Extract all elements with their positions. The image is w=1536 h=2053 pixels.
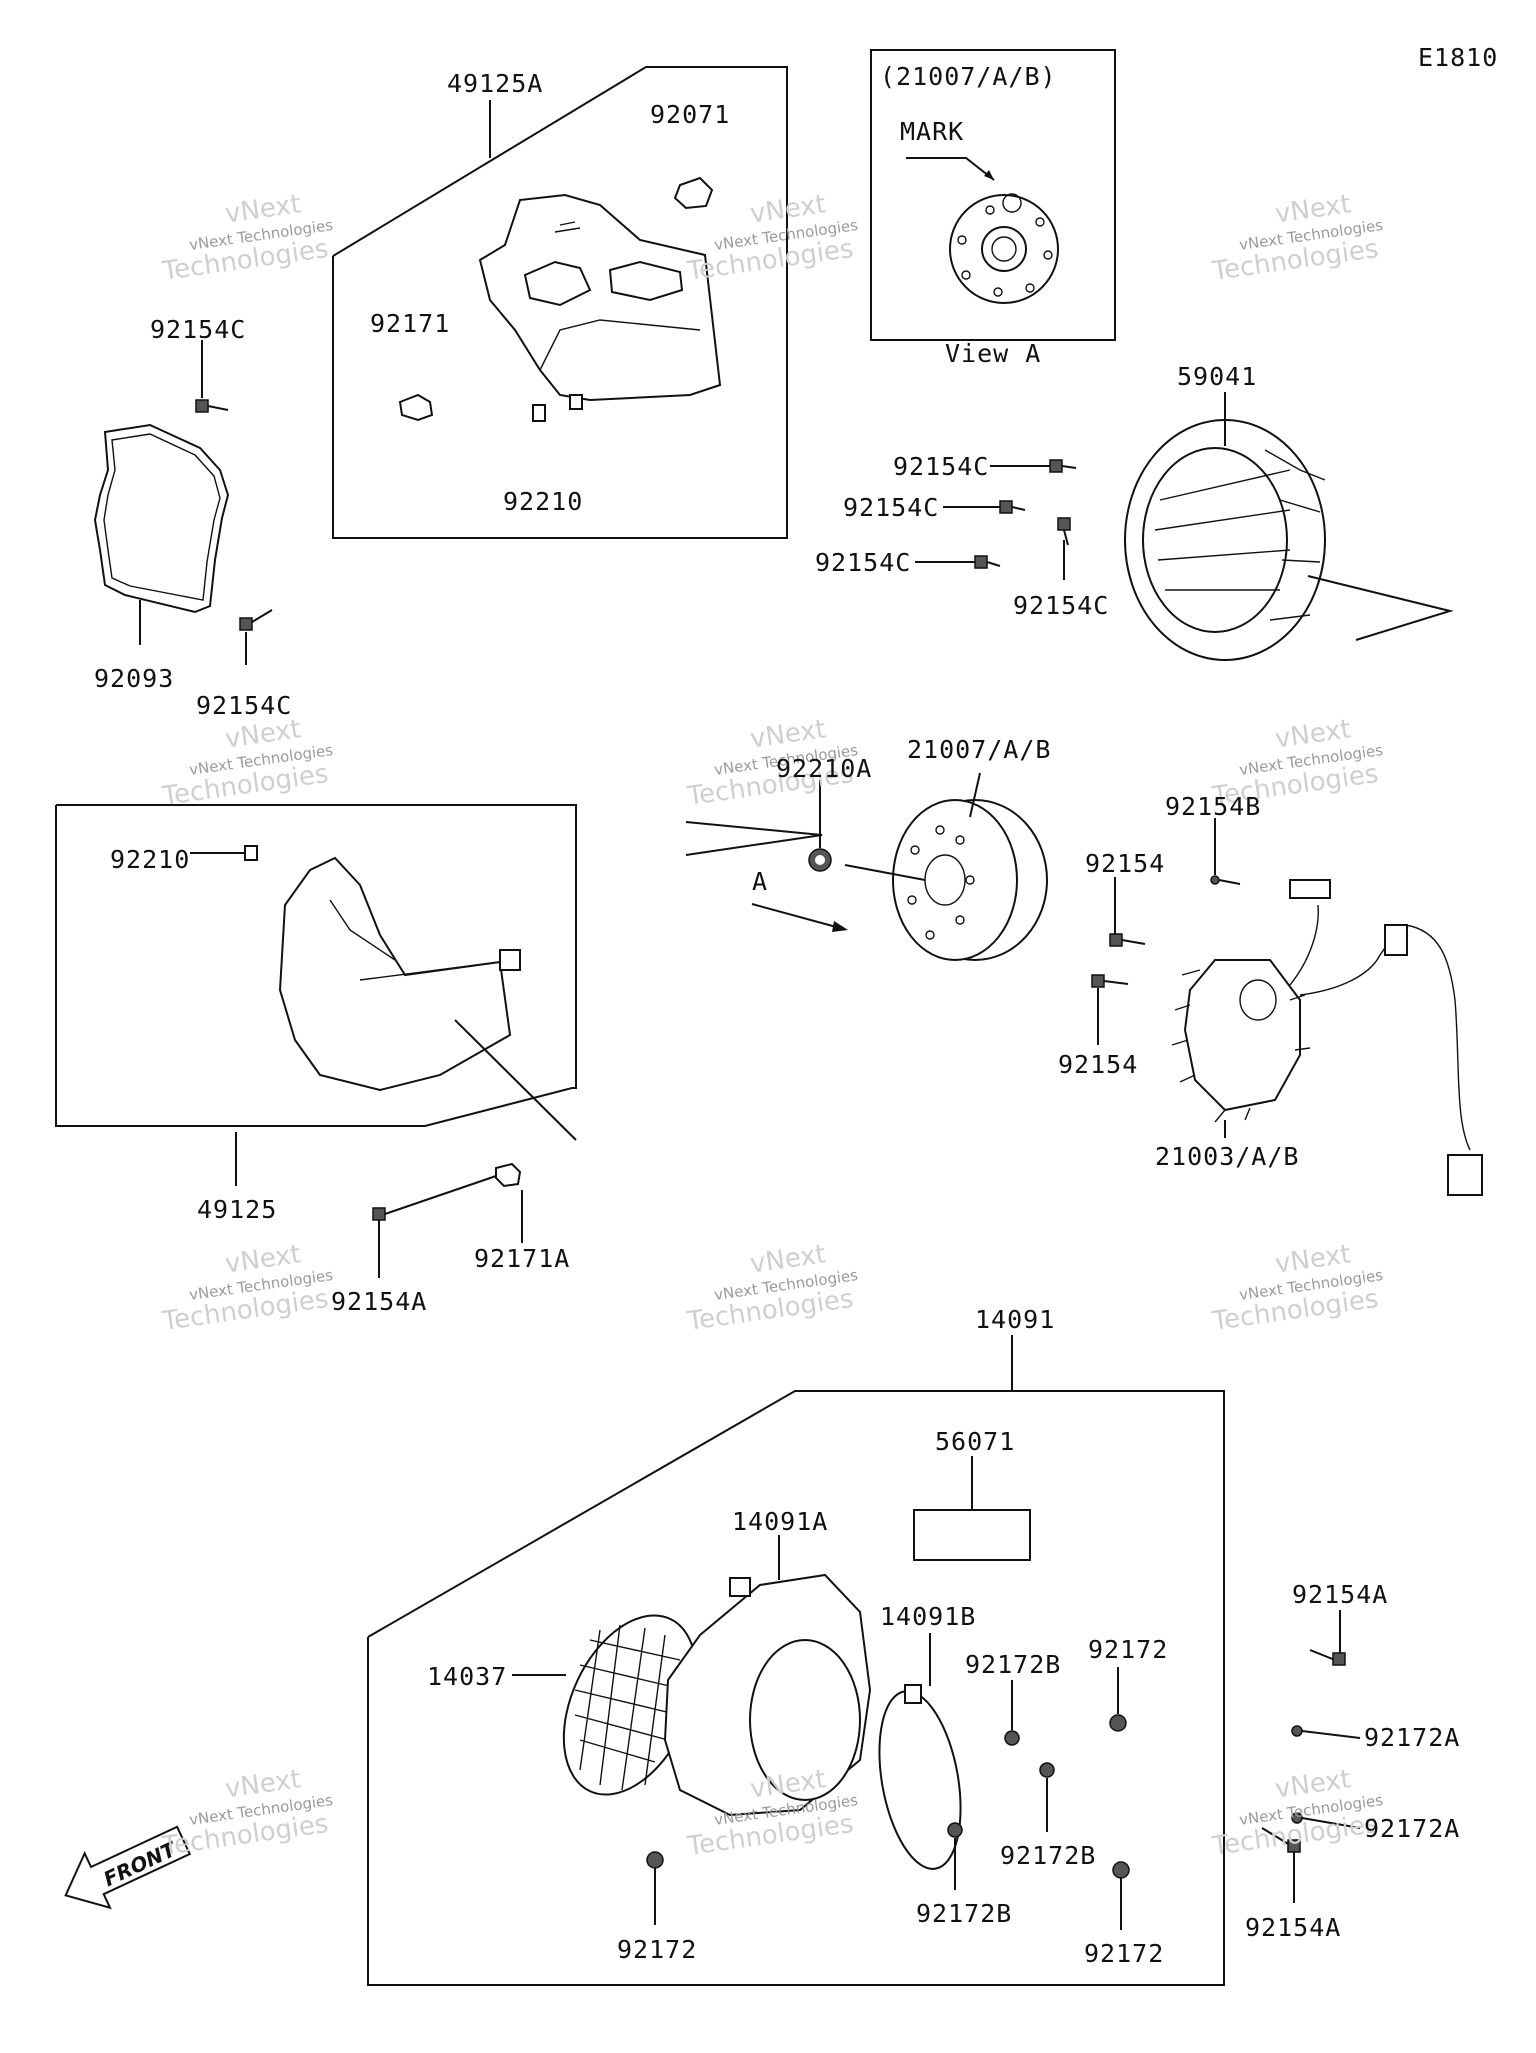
- group-14091-box: [367, 1335, 1225, 1986]
- lower-shroud-49125: [278, 856, 577, 1141]
- stator-21003: [1171, 879, 1483, 1196]
- bolt-92154A-r2: [1261, 1827, 1301, 1903]
- cooling-fan-59041: [1124, 392, 1454, 661]
- arrow-a: A: [751, 867, 848, 932]
- label-plate-56071: [913, 1456, 1031, 1561]
- label-92210-top: 92210: [503, 487, 583, 516]
- label-21003: 21003/A/B: [1155, 1142, 1299, 1171]
- label-92172A-2: 92172A: [1364, 1814, 1460, 1843]
- clip-92071: [673, 176, 714, 210]
- upper-shroud-49125A: [478, 193, 722, 410]
- screw-92172-1: [1109, 1667, 1127, 1732]
- label-21007: 21007/A/B: [907, 735, 1051, 764]
- label-92093: 92093: [94, 664, 174, 693]
- bolt-92154A-mid: [372, 1175, 497, 1278]
- view-a-box: [870, 49, 1116, 341]
- view-a-part-ref: (21007/A/B): [880, 62, 1057, 91]
- label-92154C-fan3: 92154C: [1013, 591, 1109, 620]
- screw-92172A-1: [1291, 1725, 1361, 1739]
- label-92154A-mid: 92154A: [331, 1287, 427, 1316]
- label-92154C-fan2: 92154C: [843, 493, 939, 522]
- view-a-flywheel: [906, 157, 1059, 304]
- arrow-a-label: A: [752, 867, 768, 896]
- bolt-92154-2: [1091, 974, 1129, 1045]
- label-92172-3: 92172: [1084, 1939, 1164, 1968]
- label-92154B: 92154B: [1165, 792, 1261, 821]
- label-92172-1: 92172: [1088, 1635, 1168, 1664]
- nut-92210-top: [532, 404, 546, 422]
- label-92154C-left-top: 92154C: [150, 315, 246, 344]
- bolt-92154C-fan2: [943, 500, 1026, 514]
- flywheel-21007: [844, 772, 1048, 961]
- label-92172B-3: 92172B: [916, 1899, 1012, 1928]
- gasket-92093: [93, 423, 230, 614]
- cover-14091B: [878, 1633, 962, 1870]
- view-a-mark-label: MARK: [900, 117, 964, 146]
- label-49125A: 49125A: [447, 69, 543, 98]
- screw-92172A-2: [1291, 1812, 1361, 1829]
- housing-14091A: [663, 1535, 872, 1817]
- bolt-92154-1: [1109, 877, 1146, 947]
- label-92154A-r2: 92154A: [1245, 1913, 1341, 1942]
- group-49125A-box: [332, 66, 788, 539]
- label-92154C-fan1: 92154C: [893, 452, 989, 481]
- label-92171A: 92171A: [474, 1244, 570, 1273]
- bolt-92154A-r1: [1309, 1610, 1346, 1666]
- label-59041: 59041: [1177, 362, 1257, 391]
- screw-92172B-3: [947, 1822, 963, 1890]
- label-49125: 49125: [197, 1195, 277, 1224]
- bolt-92154B: [1210, 818, 1241, 885]
- label-92154C-left-bottom: 92154C: [196, 691, 292, 720]
- label-92172B-1: 92172B: [965, 1650, 1061, 1679]
- label-92154-1: 92154: [1085, 849, 1165, 878]
- label-14037: 14037: [427, 1662, 507, 1691]
- nut-92210A: [685, 780, 832, 872]
- diagram-code: E1810: [1418, 43, 1498, 72]
- screw-92172B-2: [1039, 1762, 1055, 1832]
- bolt-92154C-fan3: [1057, 517, 1071, 580]
- clip-92171: [398, 393, 434, 422]
- bolt-92154C-fan1: [990, 459, 1077, 473]
- label-92154A-r1: 92154A: [1292, 1580, 1388, 1609]
- label-92154-2: 92154: [1058, 1050, 1138, 1079]
- clip-92171A: [495, 1162, 523, 1243]
- label-92210A: 92210A: [776, 754, 872, 783]
- label-92172B-2: 92172B: [1000, 1841, 1096, 1870]
- label-56071: 56071: [935, 1427, 1015, 1456]
- screw-92172B-1: [1004, 1680, 1020, 1746]
- label-92172A-1: 92172A: [1364, 1723, 1460, 1752]
- label-92171: 92171: [370, 309, 450, 338]
- label-92071: 92071: [650, 100, 730, 129]
- bolt-92154C-fan4: [915, 555, 1001, 569]
- bolt-92154C-left-top: [195, 340, 229, 413]
- screw-92172-3: [1112, 1861, 1130, 1930]
- nut-92210-mid: [190, 845, 258, 861]
- label-92154C-fan4: 92154C: [815, 548, 911, 577]
- bolt-92154C-left-bottom: [239, 609, 273, 665]
- label-14091: 14091: [975, 1305, 1055, 1334]
- label-92172-2: 92172: [617, 1935, 697, 1964]
- group-49125-box: [55, 804, 577, 1186]
- label-14091B: 14091B: [880, 1602, 976, 1631]
- label-14091A: 14091A: [732, 1507, 828, 1536]
- view-a-caption: View A: [945, 339, 1041, 368]
- screw-92172-2: [646, 1851, 664, 1925]
- label-92210-mid: 92210: [110, 845, 190, 874]
